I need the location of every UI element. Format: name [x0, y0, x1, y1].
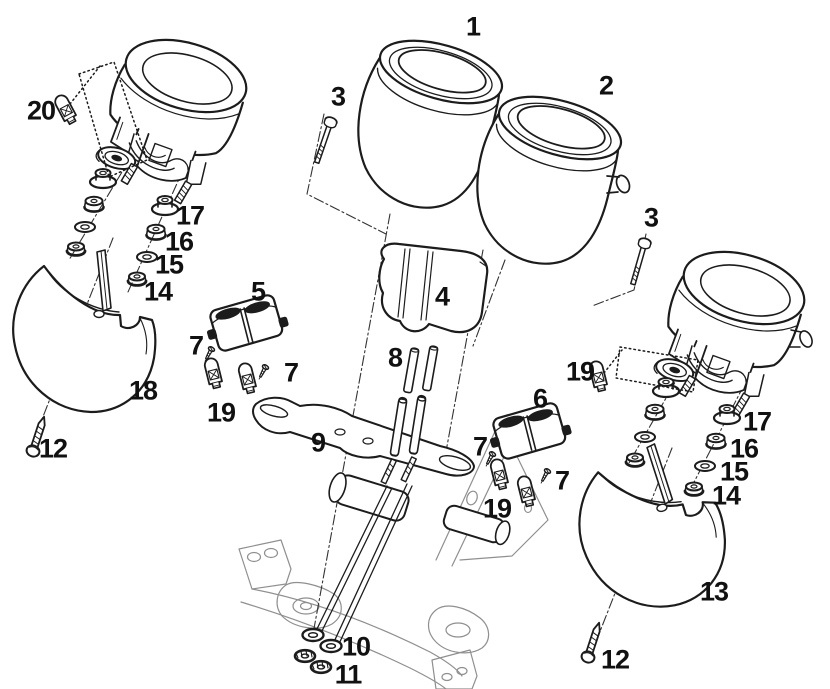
gauge-right	[645, 237, 814, 426]
mounting-bracket-9	[252, 396, 475, 477]
mounting-rods	[314, 483, 413, 647]
screw-12-left	[24, 413, 52, 460]
bulb-20	[51, 92, 80, 127]
bolt-3-right	[626, 236, 653, 287]
screw-7-left-b	[255, 363, 270, 382]
washers-10	[301, 627, 343, 654]
bulb-19-right-top	[587, 359, 610, 394]
leader-box-left	[69, 61, 148, 178]
leader-box-right	[603, 346, 699, 393]
nuts-11	[293, 648, 333, 675]
gauge-knob	[789, 329, 813, 348]
grommet-stack-right-b	[683, 403, 742, 497]
damper-pad-4	[378, 242, 489, 334]
bulb-19-right-a	[488, 457, 511, 492]
bulb-19-left-a	[202, 356, 225, 391]
screw-7-right-b	[537, 467, 552, 486]
grommet-16	[83, 195, 105, 213]
grommet-stack-left-b	[126, 194, 180, 287]
upper-cover-2	[455, 82, 632, 279]
grommet-14	[65, 241, 87, 257]
grommet-stack-left-a	[65, 167, 118, 257]
trip-knob	[606, 174, 631, 194]
grommet-17	[88, 167, 118, 190]
spacer-tubes-8	[380, 344, 439, 485]
bulb-19-left-b	[236, 361, 259, 396]
washer-15	[74, 221, 96, 233]
connector-6	[483, 398, 575, 464]
connector-5	[200, 290, 292, 356]
bulb-19-right-b	[515, 474, 538, 509]
riser-clamp	[328, 472, 511, 546]
